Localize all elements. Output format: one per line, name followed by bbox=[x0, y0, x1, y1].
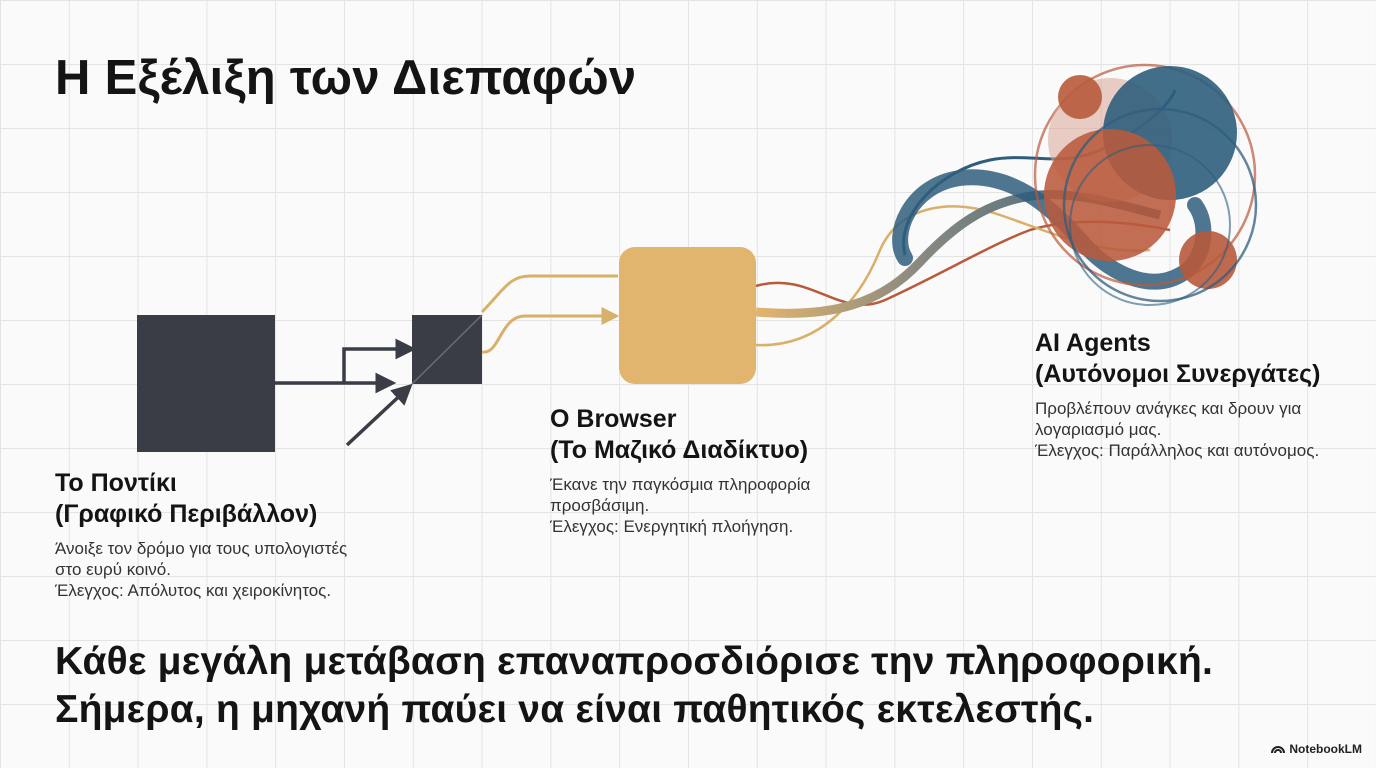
stage-title: AI Agents (Αυτόνομοι Συνεργάτες) bbox=[1035, 328, 1365, 390]
stage-title-line: Ο Browser bbox=[550, 405, 677, 433]
stage-agents: AI Agents (Αυτόνομοι Συνεργάτες) Προβλέπ… bbox=[1035, 328, 1365, 461]
stage-description: λογαριασμό μας. bbox=[1035, 420, 1162, 439]
browser-connector-line bbox=[480, 274, 618, 314]
stage-description: Έκανε την παγκόσμια πληροφορία bbox=[550, 475, 811, 494]
stage-description: Προβλέπουν ανάγκες και δρουν για bbox=[1035, 399, 1302, 418]
agent-circle bbox=[1069, 144, 1231, 306]
stage-title: Το Ποντίκι (Γραφικό Περιβάλλον) bbox=[55, 468, 435, 530]
tagline: Κάθε μεγάλη μετάβαση επαναπροσδιόρισε τη… bbox=[55, 638, 1213, 734]
stage-browser: Ο Browser (Το Μαζικό Διαδίκτυο) Έκανε τη… bbox=[550, 404, 870, 537]
notebooklm-logo-icon bbox=[1271, 746, 1286, 754]
stage-title-line: Το Ποντίκι bbox=[55, 469, 177, 497]
mouse-square bbox=[137, 315, 275, 452]
tagline-line: Σήμερα, η μηχανή παύει να είναι παθητικό… bbox=[55, 688, 1095, 731]
cursor-arrow bbox=[345, 383, 413, 447]
agent-circle bbox=[1179, 231, 1237, 289]
stage-mouse: Το Ποντίκι (Γραφικό Περιβάλλον) Άνοιξε τ… bbox=[55, 468, 435, 601]
stage-title-line: (Αυτόνομοι Συνεργάτες) bbox=[1035, 360, 1321, 388]
stage-description: Άνοιξε τον δρόμο για τους υπολογιστές bbox=[55, 539, 348, 558]
browser-connector-arrow bbox=[481, 307, 620, 354]
browser-square bbox=[619, 247, 756, 384]
agent-circle bbox=[1058, 75, 1102, 119]
notebooklm-watermark: NotebookLM bbox=[1271, 742, 1362, 756]
stage-control: Έλεγχος: Παράλληλος και αυτόνομος. bbox=[1035, 441, 1320, 460]
stage-title-line: (Το Μαζικό Διαδίκτυο) bbox=[550, 436, 809, 464]
stage-title-line: AI Agents bbox=[1035, 329, 1151, 357]
stage-control: Έλεγχος: Απόλυτος και χειροκίνητος. bbox=[55, 581, 332, 600]
agent-circle bbox=[1033, 63, 1257, 287]
mouse-connector-arrow bbox=[342, 338, 417, 383]
stage-description: στο ευρύ κοινό. bbox=[55, 560, 171, 579]
stage-control: Έλεγχος: Ενεργητική πλοήγηση. bbox=[550, 517, 794, 536]
stage-title-line: (Γραφικό Περιβάλλον) bbox=[55, 500, 318, 528]
page-title: Η Εξέλιξη των Διεπαφών bbox=[55, 51, 637, 105]
agent-circle bbox=[1044, 129, 1176, 261]
stage-description: προσβάσιμη. bbox=[550, 496, 650, 515]
stage-title: Ο Browser (Το Μαζικό Διαδίκτυο) bbox=[550, 404, 870, 466]
watermark-label: NotebookLM bbox=[1289, 742, 1362, 756]
agent-circle bbox=[1062, 107, 1258, 303]
tagline-line: Κάθε μεγάλη μετάβαση επαναπροσδιόρισε τη… bbox=[55, 640, 1214, 683]
transition-diagonal bbox=[411, 314, 483, 385]
